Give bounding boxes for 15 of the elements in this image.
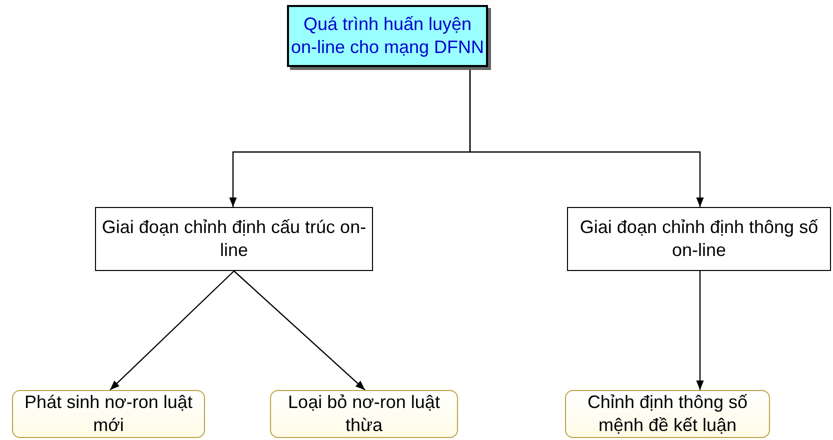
arrow	[234, 270, 366, 390]
node-text: Quá trình huấn luyện on-line cho mạng DFNN	[290, 12, 486, 59]
arrow	[469, 67, 704, 207]
arrow	[110, 270, 234, 390]
node-text: Chỉnh định thông số mệnh đề kết luận	[586, 390, 749, 437]
node-text: Loại bỏ nơ-ron luật thừa	[287, 390, 441, 437]
process-box	[95, 207, 373, 271]
node-text: Giai đoạn chỉnh định thông số on-line	[578, 216, 820, 262]
process-box	[567, 207, 831, 271]
rounded-box	[270, 390, 458, 438]
rounded-box	[565, 390, 770, 438]
node-text: Phát sinh nơ-ron luật mới	[24, 390, 194, 437]
arrow	[696, 271, 704, 390]
title-box	[287, 5, 488, 67]
node-text: Giai đoạn chỉnh định cấu trúc on-line	[100, 216, 368, 262]
